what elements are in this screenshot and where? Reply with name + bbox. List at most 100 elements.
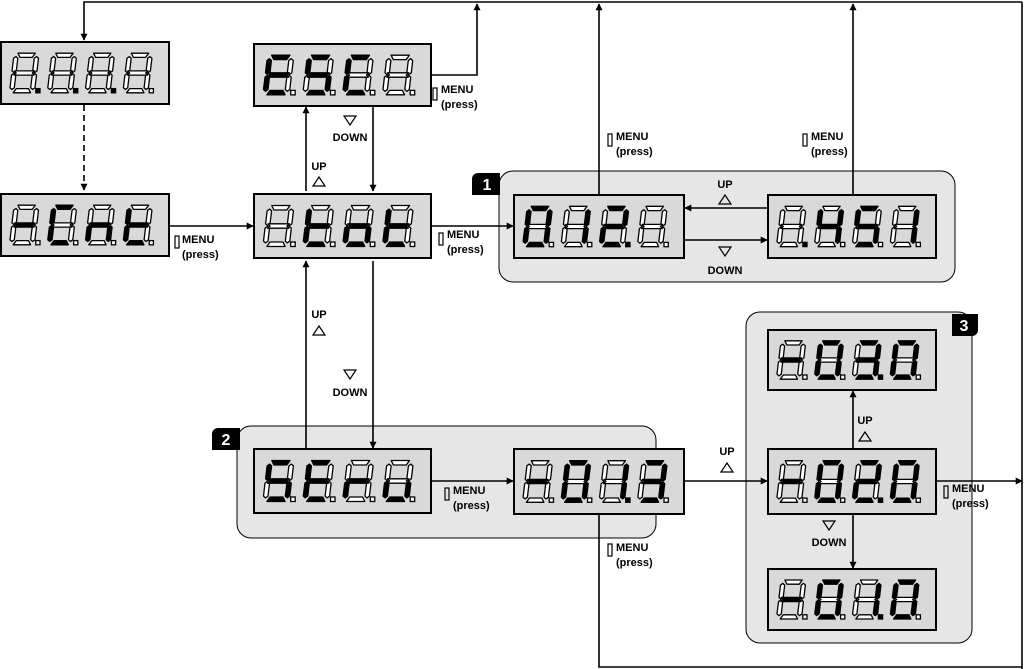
seven-segment-display: tot bbox=[253, 193, 432, 259]
segment-d bbox=[779, 374, 799, 380]
segment-b bbox=[286, 463, 295, 482]
segment-c bbox=[543, 226, 551, 244]
display-digit bbox=[342, 459, 376, 503]
seven-segment-display: 0.0.0.0 bbox=[0, 41, 170, 105]
display-digit bbox=[47, 52, 79, 94]
segment-c bbox=[910, 599, 918, 617]
segment-b bbox=[912, 582, 920, 600]
decimal-point bbox=[72, 87, 79, 94]
segment-e bbox=[382, 480, 390, 499]
segment-c bbox=[324, 225, 332, 244]
decimal-point bbox=[369, 89, 376, 96]
segment-f bbox=[816, 582, 824, 600]
segment-d bbox=[266, 241, 286, 248]
segment-d bbox=[855, 374, 874, 380]
segment-f bbox=[891, 209, 899, 227]
segment-b bbox=[69, 55, 77, 74]
segment-d bbox=[12, 239, 32, 246]
segment-a bbox=[350, 459, 371, 466]
menu-press-label: MENU (press) bbox=[802, 131, 848, 158]
segment-g bbox=[346, 478, 370, 484]
segment-d bbox=[345, 89, 366, 96]
segment-d bbox=[779, 241, 799, 248]
display-digit bbox=[776, 579, 808, 620]
group-2-number: 2 bbox=[222, 432, 231, 449]
segment-d bbox=[817, 497, 836, 503]
segment-g bbox=[266, 223, 291, 229]
segment-d bbox=[855, 497, 874, 503]
display-digit bbox=[262, 459, 296, 503]
segment-f bbox=[639, 209, 647, 227]
segment-g bbox=[893, 478, 916, 485]
segment-b bbox=[836, 582, 844, 600]
segment-g bbox=[780, 357, 803, 363]
segment-a bbox=[130, 52, 150, 59]
segment-f bbox=[854, 209, 862, 227]
segment-e bbox=[889, 481, 897, 500]
segment-a bbox=[607, 205, 626, 212]
segment-d bbox=[892, 614, 912, 620]
segment-c bbox=[364, 480, 372, 499]
segment-a bbox=[310, 459, 331, 466]
segment-c bbox=[543, 481, 551, 500]
segment-g bbox=[855, 223, 878, 230]
up-triangle-icon bbox=[717, 193, 733, 205]
segment-e bbox=[342, 74, 350, 92]
seven-segment-display: -Cnt bbox=[0, 193, 170, 257]
segment-a bbox=[92, 52, 112, 59]
segment-b bbox=[406, 463, 414, 482]
segment-c bbox=[872, 226, 880, 244]
segment-e bbox=[889, 226, 897, 244]
segment-f bbox=[816, 463, 824, 482]
segment-c bbox=[284, 74, 292, 92]
segment-c bbox=[658, 226, 666, 244]
segment-a bbox=[350, 204, 371, 211]
segment-a bbox=[130, 204, 150, 211]
key-icon bbox=[444, 487, 450, 501]
decimal-point bbox=[369, 241, 376, 248]
segment-g bbox=[780, 478, 803, 485]
segment-f bbox=[264, 463, 273, 482]
segment-c bbox=[797, 226, 805, 244]
segment-g bbox=[855, 478, 879, 485]
segment-c bbox=[797, 359, 805, 377]
segment-a bbox=[17, 204, 36, 211]
segment-c bbox=[834, 481, 843, 500]
display-digit bbox=[814, 340, 846, 380]
group-3-badge: 3 bbox=[952, 314, 978, 336]
segment-b bbox=[107, 207, 115, 226]
menu-text: MENU bbox=[447, 229, 479, 241]
segment-e bbox=[302, 225, 310, 244]
segment-g bbox=[641, 478, 664, 485]
segment-c bbox=[324, 480, 332, 499]
segment-b bbox=[145, 55, 153, 74]
segment-c bbox=[30, 224, 38, 243]
segment-e bbox=[9, 72, 17, 91]
segment-e bbox=[9, 224, 17, 243]
segment-a bbox=[350, 54, 371, 61]
display-digit bbox=[560, 460, 593, 503]
segment-b bbox=[621, 209, 630, 227]
display-digit bbox=[302, 204, 336, 248]
segment-g bbox=[266, 478, 291, 484]
segment-f bbox=[854, 463, 862, 482]
segment-d bbox=[563, 497, 583, 503]
segment-g bbox=[386, 72, 410, 78]
segment-e bbox=[598, 226, 607, 244]
segment-a bbox=[822, 579, 841, 585]
segment-d bbox=[306, 89, 326, 96]
display-digit bbox=[814, 205, 846, 248]
segment-a bbox=[607, 460, 627, 466]
display-digit bbox=[382, 54, 416, 96]
press-text: (press) bbox=[447, 244, 484, 256]
segment-b bbox=[799, 209, 807, 227]
segment-c bbox=[797, 599, 805, 617]
segment-d bbox=[306, 241, 326, 248]
segment-c bbox=[404, 74, 412, 92]
press-text: (press) bbox=[441, 99, 478, 111]
display-digit bbox=[47, 204, 79, 246]
segment-a bbox=[530, 460, 550, 466]
decimal-point bbox=[877, 497, 884, 503]
segment-f bbox=[384, 208, 392, 227]
display-digit bbox=[262, 204, 296, 248]
